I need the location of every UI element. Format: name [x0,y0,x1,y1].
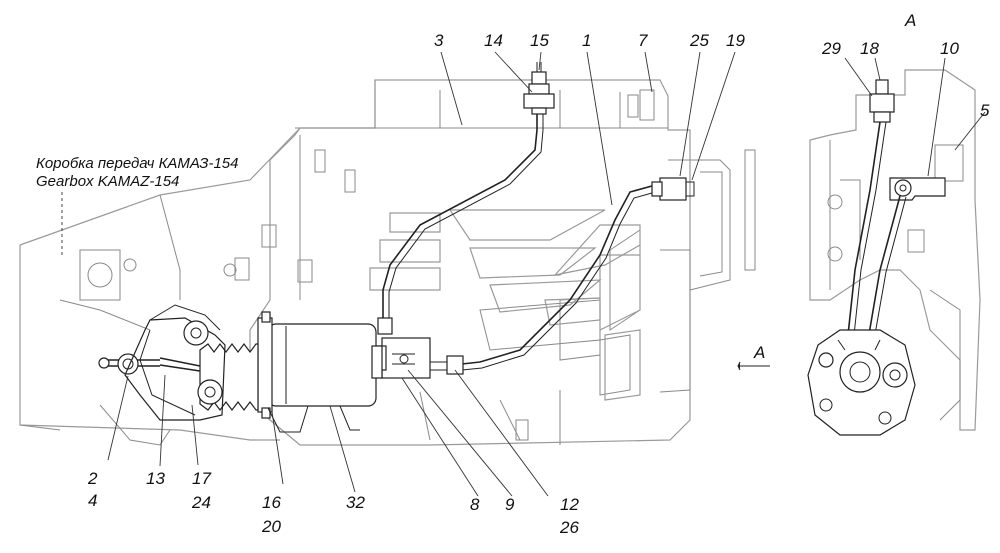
callout-8: 8 [470,495,480,514]
section-marker-label: А [753,343,765,362]
callout-18: 18 [860,39,879,58]
title-ru: Коробка передач КАМАЗ-154 [36,155,239,172]
bellows-pushrod [98,304,259,421]
callout-26: 26 [559,518,579,537]
callout-5: 5 [980,101,990,120]
callout-2: 2 [87,469,98,488]
bell-housing [19,127,301,446]
callout-20: 20 [261,517,281,536]
callout-24: 24 [191,493,211,512]
title-en: Gearbox KAMAZ-154 [36,173,179,190]
callout-10: 10 [940,39,959,58]
view-a-detail [807,69,981,436]
view-a-label: А [904,11,916,30]
air-pipe-right [375,177,695,379]
watermark-logo [369,209,641,401]
callout-17: 17 [192,469,211,488]
callout-19: 19 [726,31,745,50]
callout-7: 7 [638,31,648,50]
callout-14: 14 [484,31,503,50]
callout-12: 12 [560,495,579,514]
air-pipe-upper [382,62,555,330]
gearbox-housing [123,79,756,446]
callout-3: 3 [434,31,444,50]
callout-1: 1 [582,31,591,50]
callout-32: 32 [346,493,365,512]
callout-29: 29 [821,39,841,58]
drawing-title: Коробка передач КАМАЗ-154 Gearbox KAMAZ-… [36,155,239,255]
callout-labels: 3 14 15 1 7 25 19 2 4 13 17 24 16 20 32 … [87,31,990,537]
callout-16: 16 [262,493,281,512]
clutch-cylinder [257,311,383,433]
callout-9: 9 [505,495,515,514]
callout-25: 25 [689,31,709,50]
section-cut-marker: А [737,343,770,371]
callout-13: 13 [146,469,165,488]
callout-4: 4 [88,491,97,510]
leader-lines [107,51,986,497]
callout-15: 15 [530,31,549,50]
